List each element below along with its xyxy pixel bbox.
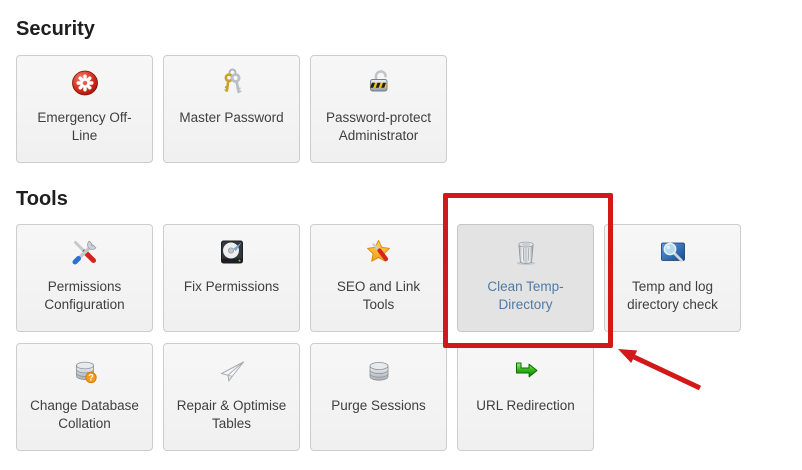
open-padlock-icon [363, 67, 395, 99]
blue-magnifier-icon [657, 236, 689, 268]
section-title-security: Security [16, 18, 95, 40]
tool-button-label: Purge Sessions [331, 398, 426, 413]
tool-button-label: Change Database Collation [30, 398, 139, 431]
tool-button-change-database-collation[interactable]: ? Change Database Collation [16, 343, 153, 451]
emergency-offline-icon [69, 67, 101, 99]
tool-button-repair-optimise-tables[interactable]: Repair & Optimise Tables [163, 343, 300, 451]
tool-button-temp-and-log-directory-check[interactable]: Temp and log directory check [604, 224, 741, 332]
hard-disk-icon [216, 236, 248, 268]
tool-button-fix-permissions[interactable]: Fix Permissions [163, 224, 300, 332]
tool-button-label: Repair & Optimise Tables [176, 398, 287, 431]
tool-button-label: Fix Permissions [183, 279, 280, 294]
crossed-tools-icon [69, 236, 101, 268]
tool-button-label: Password-protect Administrator [325, 110, 432, 143]
tool-button-emergency-off-line[interactable]: Emergency Off-Line [16, 55, 153, 163]
trash-can-icon [510, 236, 542, 268]
keys-icon [216, 67, 248, 99]
tool-button-purge-sessions[interactable]: Purge Sessions [310, 343, 447, 451]
svg-text:?: ? [88, 373, 94, 383]
tool-button-clean-temp-directory[interactable]: Clean Temp-Directory [457, 224, 594, 332]
tool-button-label: Temp and log directory check [627, 279, 718, 312]
tool-button-label: URL Redirection [476, 398, 575, 413]
tools-button-row-1: Permissions Configuration Fix Permission… [16, 224, 802, 332]
tool-button-master-password[interactable]: Master Password [163, 55, 300, 163]
tool-button-label: Emergency Off-Line [37, 110, 132, 143]
tool-button-password-protect-administrator[interactable]: Password-protect Administrator [310, 55, 447, 163]
tool-button-permissions-configuration[interactable]: Permissions Configuration [16, 224, 153, 332]
paper-plane-icon [216, 355, 248, 387]
green-redirect-arrow-icon [510, 355, 542, 387]
tool-button-label: Permissions Configuration [44, 279, 125, 312]
tool-button-label: Clean Temp-Directory [487, 279, 564, 312]
section-title-tools: Tools [16, 188, 68, 210]
database-question-icon: ? [69, 355, 101, 387]
tool-button-label: Master Password [179, 110, 284, 125]
database-icon [363, 355, 395, 387]
star-screwdriver-icon [363, 236, 395, 268]
security-button-row: Emergency Off-Line [16, 55, 802, 163]
tool-button-label: SEO and Link Tools [336, 279, 421, 312]
tool-button-seo-and-link-tools[interactable]: SEO and Link Tools [310, 224, 447, 332]
tools-button-row-2: ? Change Database Collation Repair & Opt… [16, 343, 802, 451]
tool-button-url-redirection[interactable]: URL Redirection [457, 343, 594, 451]
